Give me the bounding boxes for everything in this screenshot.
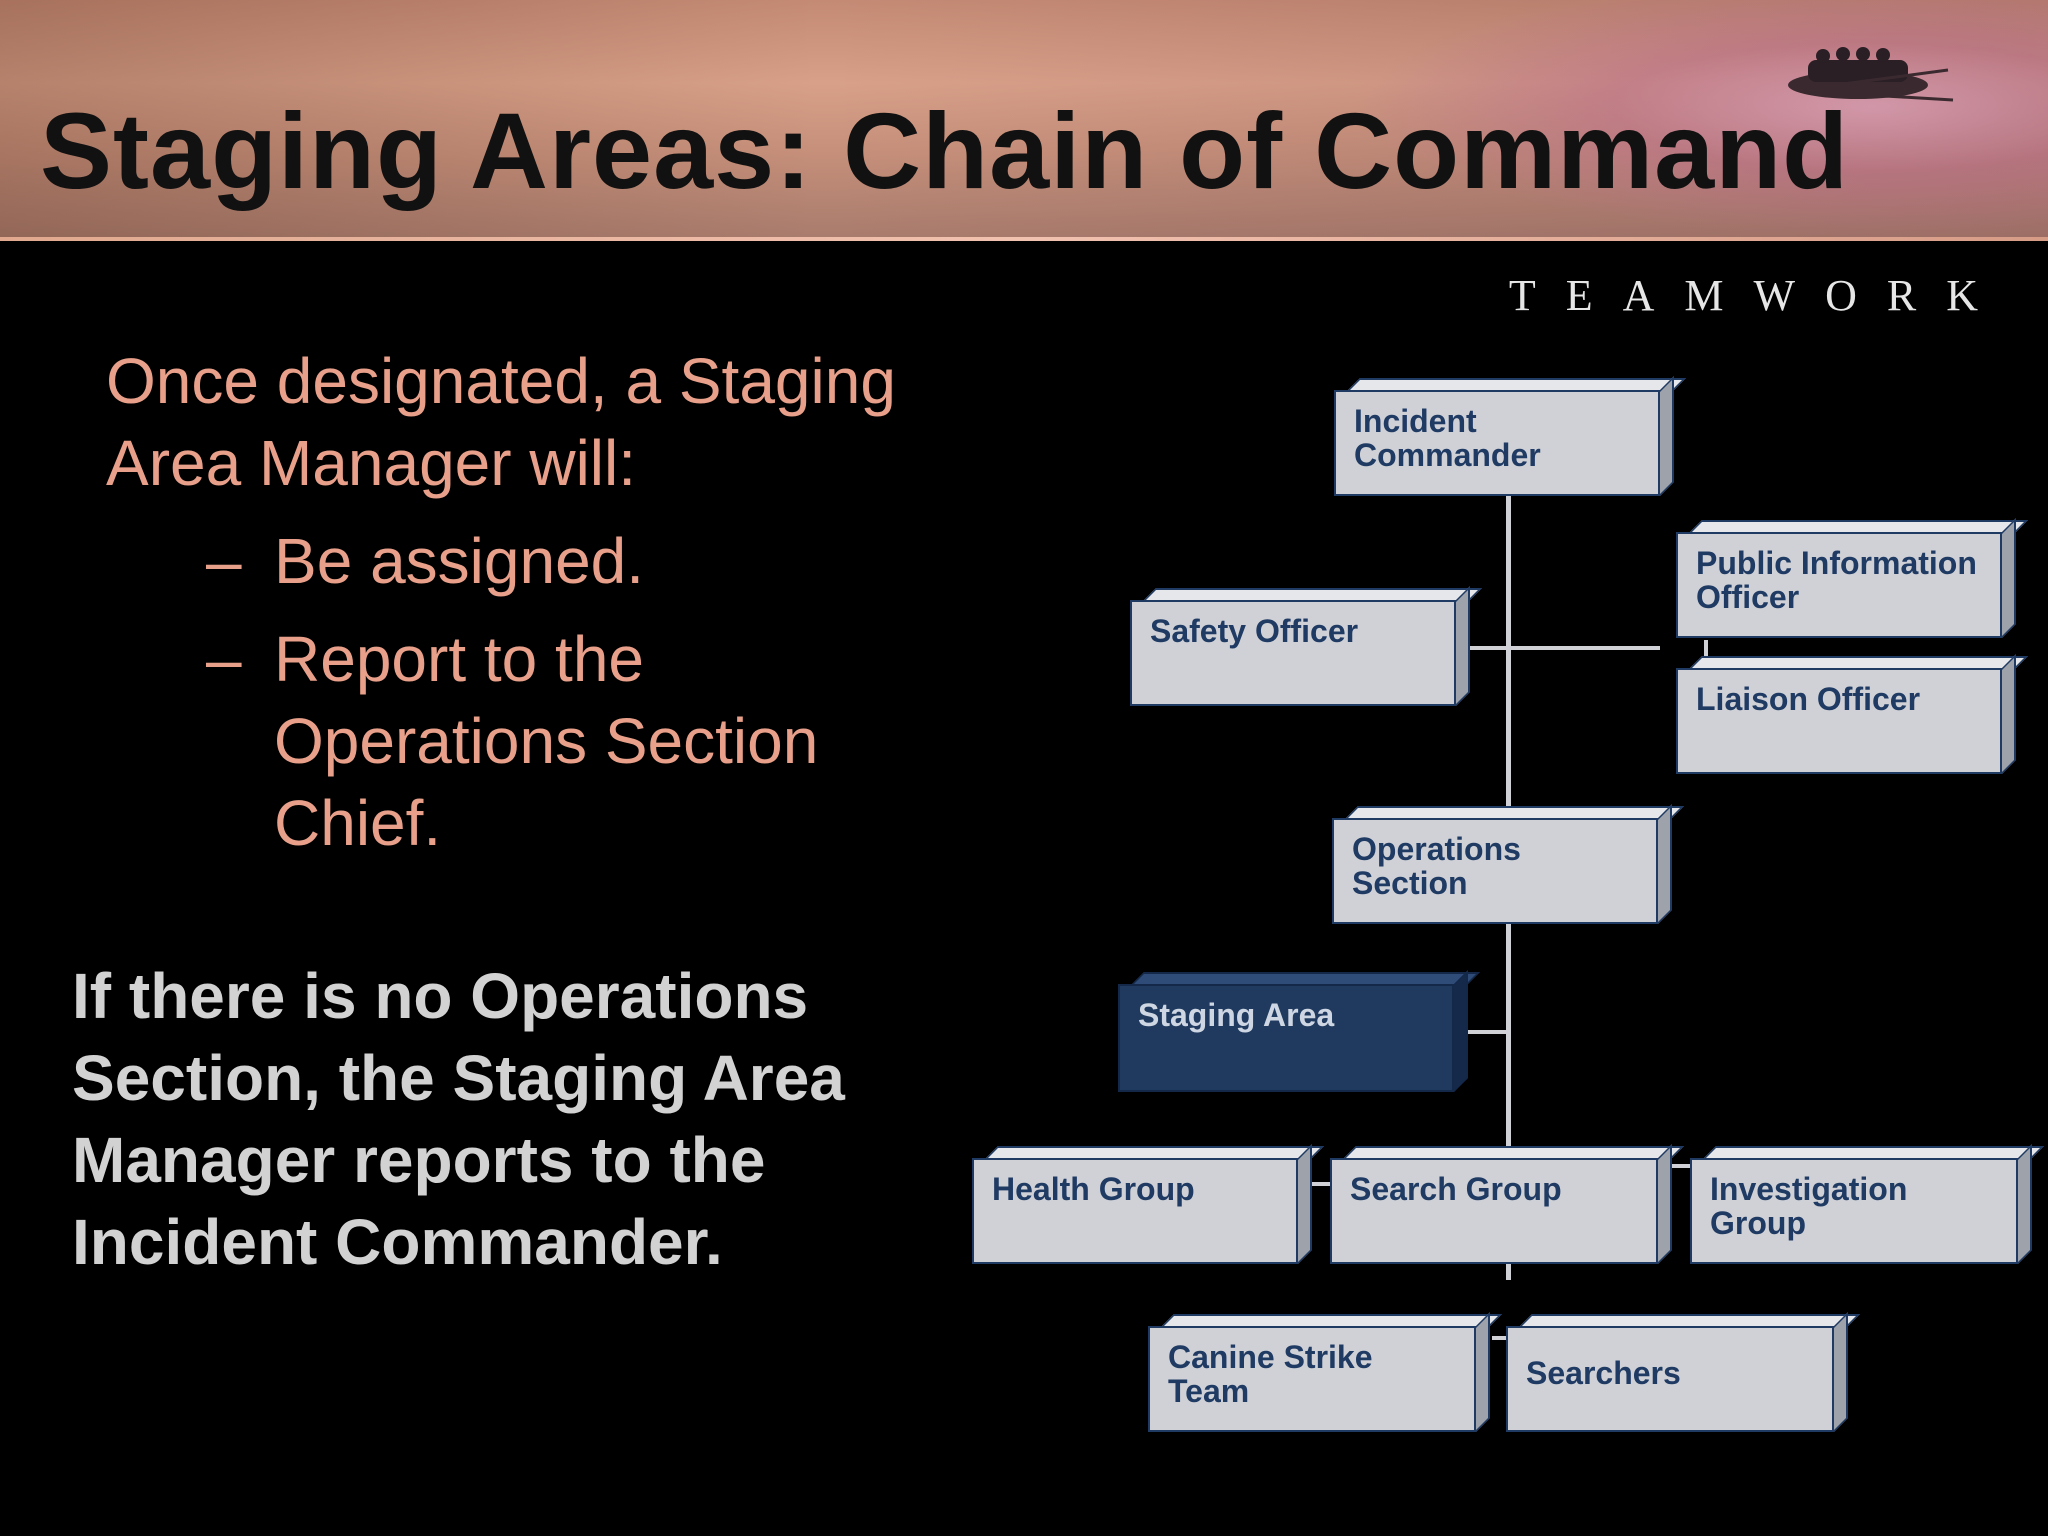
staging-area-box: Staging Area <box>1118 970 1480 1092</box>
bullet-item: – Be assigned. <box>206 520 906 602</box>
investigation-group-label: Investigation Group <box>1690 1158 2018 1264</box>
incident-commander-box: Incident Commander <box>1334 376 1686 496</box>
bullet-text: Report to the Operations Section Chief. <box>274 623 819 859</box>
header-banner: Staging Areas: Chain of Command <box>0 0 2048 237</box>
liaison-officer-box: Liaison Officer <box>1676 654 2028 774</box>
header-shade <box>0 0 2048 237</box>
canine-strike-team-label: Canine Strike Team <box>1148 1326 1476 1432</box>
org-chart: Incident Commander Public Information Of… <box>960 370 2048 1450</box>
search-group-box: Search Group <box>1330 1144 1684 1264</box>
searchers-label: Searchers <box>1506 1326 1834 1432</box>
connector-groups-right <box>1672 1164 1696 1168</box>
operations-section-label: Operations Section <box>1332 818 1658 924</box>
health-group-box: Health Group <box>972 1144 1324 1264</box>
search-group-label: Search Group <box>1330 1158 1658 1264</box>
connector-strike-team <box>1492 1336 1508 1340</box>
connector-groups-left <box>1310 1182 1336 1186</box>
header-divider <box>0 237 2048 241</box>
bullet-text: Be assigned. <box>274 525 645 597</box>
rowing-crew-image <box>1788 47 1954 102</box>
intro-text: Once designated, a Staging Area Manager … <box>106 345 896 499</box>
safety-officer-label: Safety Officer <box>1130 600 1456 706</box>
health-group-label: Health Group <box>972 1158 1298 1264</box>
connector-officers-horizontal <box>1468 646 1660 650</box>
header-glow <box>1348 0 2048 237</box>
safety-officer-box: Safety Officer <box>1130 586 1482 706</box>
bullet-list: – Be assigned. – Report to the Operation… <box>206 520 906 880</box>
brand-wordmark: TEAMWORK <box>1508 271 2008 320</box>
staging-area-label: Staging Area <box>1118 984 1454 1092</box>
public-information-officer-box: Public Information Officer <box>1676 518 2028 638</box>
bullet-dash: – <box>206 525 242 597</box>
operations-section-box: Operations Section <box>1332 804 1684 924</box>
bullet-dash: – <box>206 623 242 695</box>
liaison-officer-label: Liaison Officer <box>1676 668 2002 774</box>
note-text: If there is no Operations Section, the S… <box>72 960 845 1278</box>
slide-title: Staging Areas: Chain of Command <box>40 90 1850 211</box>
public-information-officer-label: Public Information Officer <box>1676 532 2002 638</box>
incident-commander-label: Incident Commander <box>1334 390 1660 496</box>
canine-strike-team-box: Canine Strike Team <box>1148 1312 1502 1432</box>
connector-staging <box>1466 1030 1508 1034</box>
searchers-box: Searchers <box>1506 1312 1860 1432</box>
investigation-group-box: Investigation Group <box>1690 1144 2044 1264</box>
bullet-item: – Report to the Operations Section Chief… <box>206 618 906 864</box>
